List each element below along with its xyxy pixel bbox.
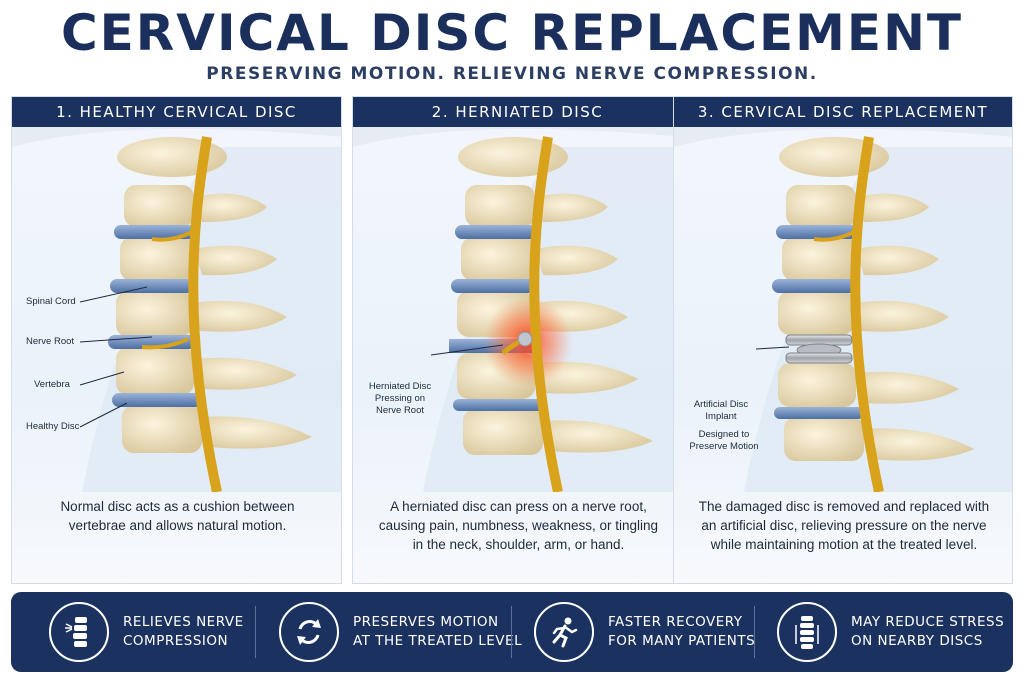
panel-header: 3. CERVICAL DISC REPLACEMENT: [674, 97, 1012, 127]
panel-header: 2. HERNIATED DISC: [353, 97, 682, 127]
panel-healthy-disc: 1. HEALTHY CERVICAL DISC: [11, 96, 342, 584]
herniated-spine-illustration: [353, 127, 682, 492]
label-herniated-disc: Herniated Disc Pressing on Nerve Root: [368, 381, 432, 416]
page-title: CERVICAL DISC REPLACEMENT: [60, 4, 964, 62]
label-healthy-disc: Healthy Disc: [26, 421, 80, 432]
vertebra-stack: [778, 137, 974, 461]
divider: [511, 606, 512, 658]
label-vertebra: Vertebra: [34, 379, 70, 390]
benefit-line2: AT THE TREATED LEVEL: [353, 633, 523, 649]
panel-caption: The damaged disc is removed and replaced…: [698, 499, 990, 552]
divider: [255, 606, 256, 658]
panel-caption: Normal disc acts as a cushion between ve…: [60, 499, 295, 533]
benefit-line1: PRESERVES MOTION: [353, 614, 499, 630]
divider: [754, 606, 755, 658]
panel-header: 1. HEALTHY CERVICAL DISC: [12, 97, 341, 127]
spine-column-icon: [777, 602, 837, 662]
benefit-line1: RELIEVES NERVE: [123, 614, 244, 630]
artificial-disc-implant: [785, 334, 853, 364]
running-person-icon: [534, 602, 594, 662]
label-nerve-root: Nerve Root: [26, 336, 75, 347]
benefit-line2: ON NEARBY DISCS: [851, 633, 983, 649]
benefit-line2: FOR MANY PATIENTS: [608, 633, 756, 649]
label-artificial-disc: Artificial Disc Implant: [693, 399, 749, 422]
panel-caption: A herniated disc can press on a nerve ro…: [378, 499, 659, 552]
benefit-line1: FASTER RECOVERY: [608, 614, 743, 630]
label-preserve-motion: Designed to Preserve Motion: [689, 429, 759, 452]
spine-nerve-icon: [49, 602, 109, 662]
benefit-faster-recovery: FASTER RECOVERY FOR MANY PATIENTS: [534, 592, 755, 672]
panel-herniated-disc: 2. HERNIATED DISC: [352, 96, 683, 584]
benefit-relieves-compression: RELIEVES NERVE COMPRESSION: [49, 592, 244, 672]
spinal-cord: [188, 136, 222, 492]
replacement-spine-illustration: [674, 127, 1012, 492]
benefits-bar: RELIEVES NERVE COMPRESSION PRESERVES MOT…: [11, 592, 1013, 672]
panel-disc-replacement: 3. CERVICAL DISC REPLACEMENT: [673, 96, 1013, 584]
cycle-arrows-icon: [279, 602, 339, 662]
vertebra-stack: [116, 137, 312, 453]
benefit-reduce-stress: MAY REDUCE STRESS ON NEARBY DISCS: [777, 592, 1004, 672]
benefit-preserves-motion: PRESERVES MOTION AT THE TREATED LEVEL: [279, 592, 522, 672]
benefit-line1: MAY REDUCE STRESS: [851, 614, 1005, 630]
page-subtitle: PRESERVING MOTION. RELIEVING NERVE COMPR…: [206, 64, 818, 84]
benefit-line2: COMPRESSION: [123, 633, 229, 649]
label-spinal-cord: Spinal Cord: [26, 296, 76, 307]
healthy-spine-illustration: [12, 127, 341, 492]
